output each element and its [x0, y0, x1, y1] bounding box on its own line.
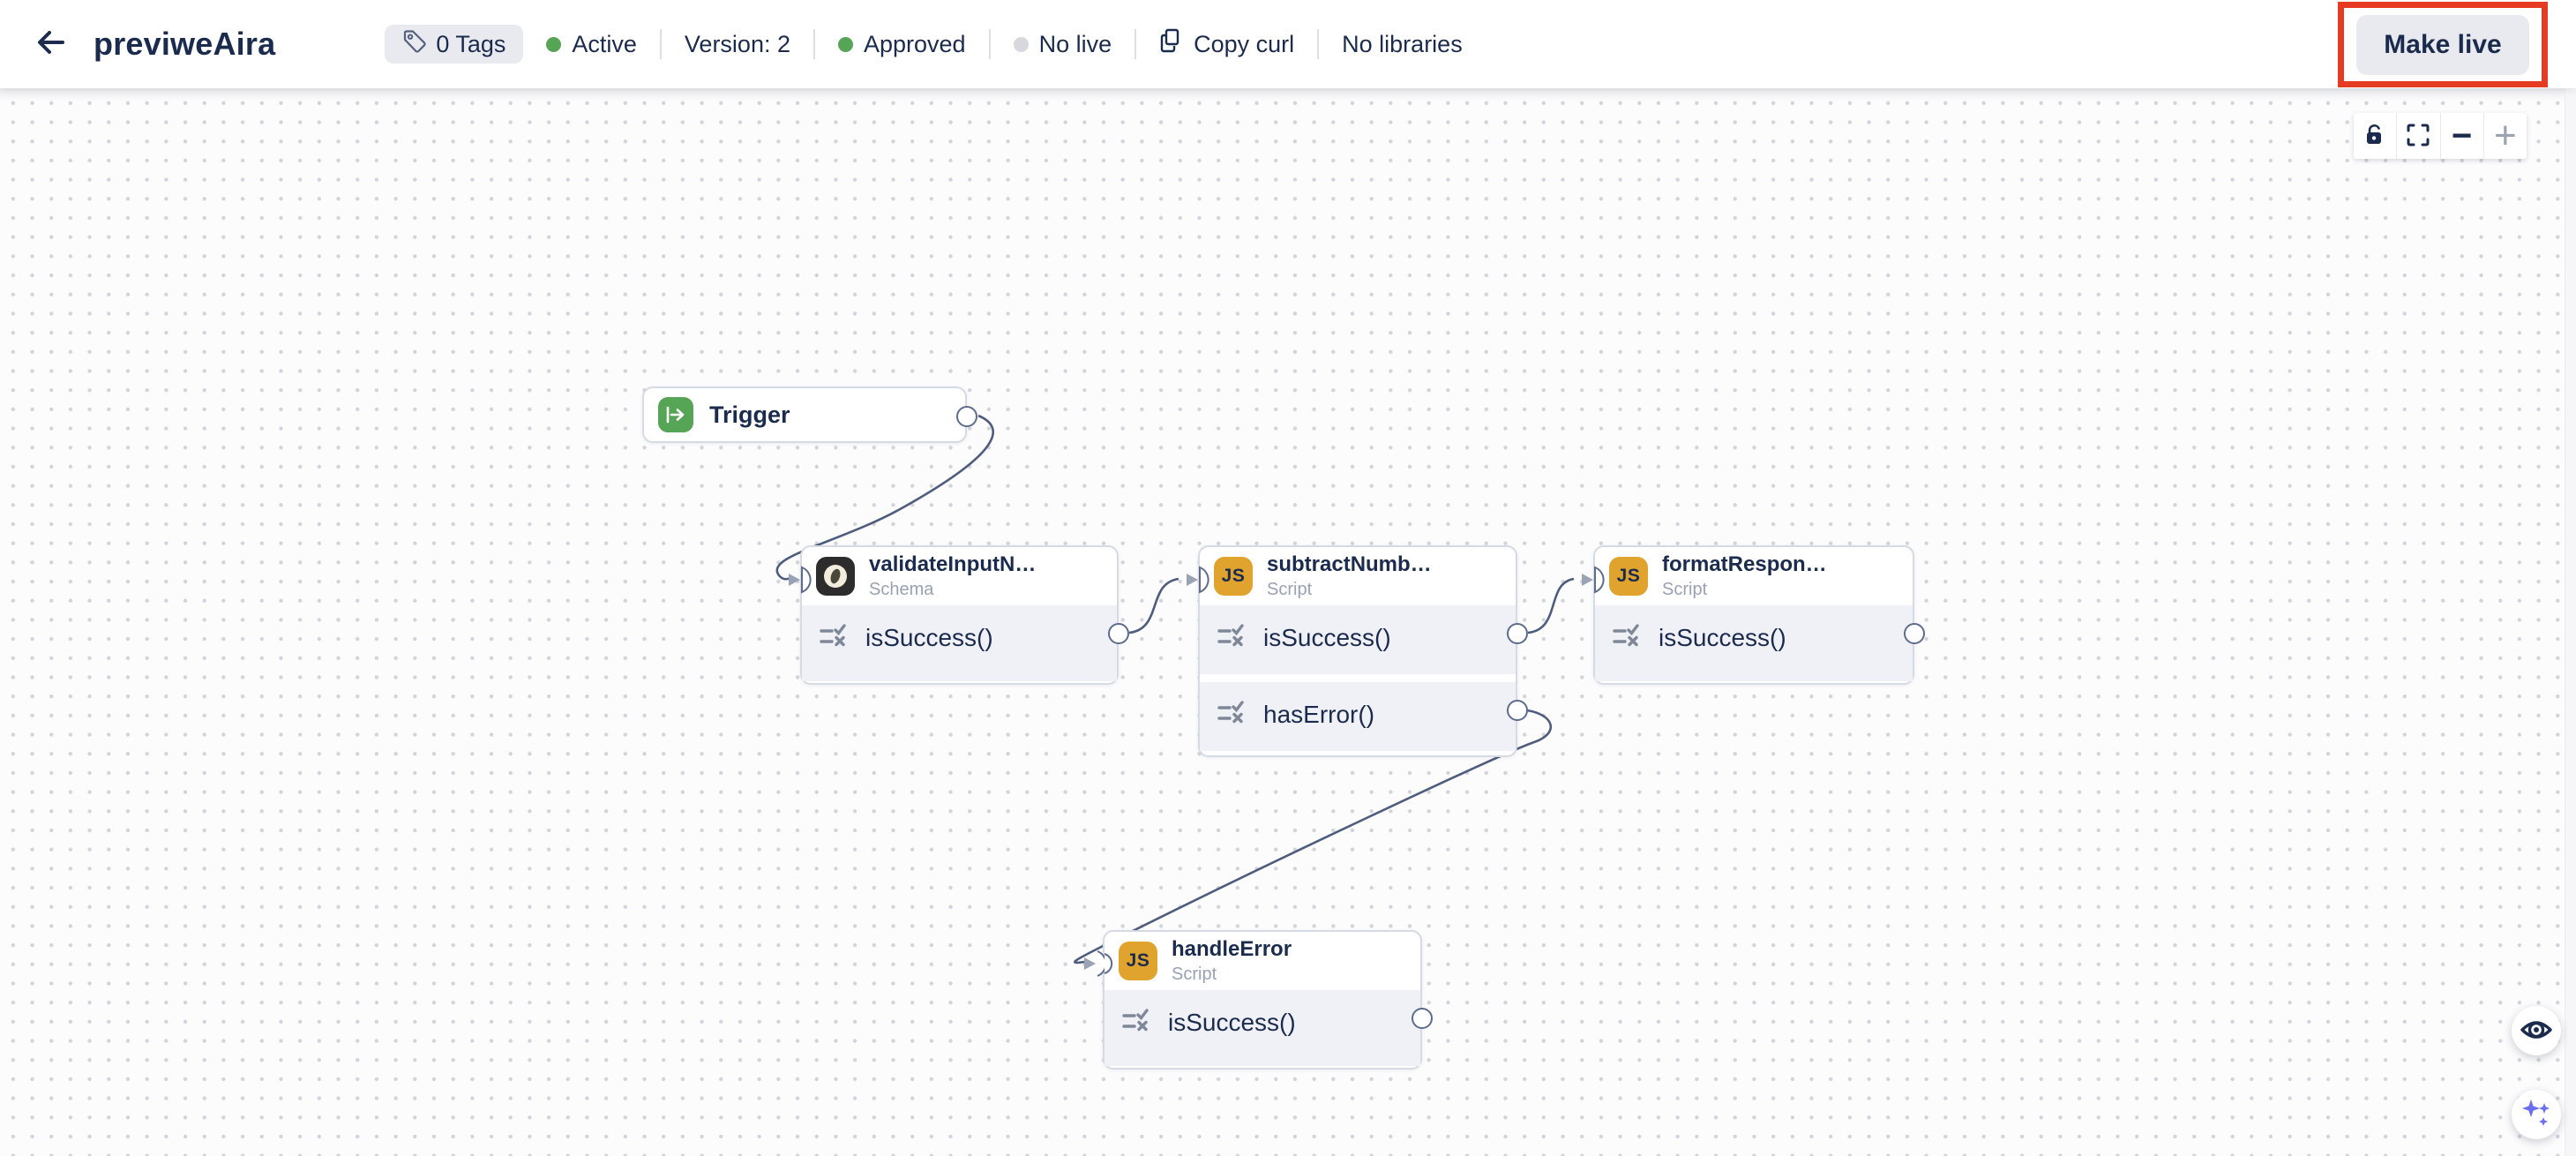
zoom-out-button[interactable]: −	[2441, 113, 2484, 159]
plus-icon: +	[2494, 114, 2517, 157]
status-dot-green	[546, 36, 562, 52]
node-title: formatRespon…	[1662, 552, 1827, 577]
lock-open-icon	[2363, 123, 2386, 150]
input-port[interactable]	[1580, 565, 1612, 595]
node-formatResponse[interactable]: JS formatRespon… Script isSuccess()	[1582, 545, 1925, 685]
condition-row-hasError[interactable]: hasError()	[1200, 682, 1528, 751]
node-title: subtractNumb…	[1267, 552, 1432, 577]
checklist-icon	[1122, 1008, 1150, 1040]
lock-button[interactable]	[2354, 113, 2398, 159]
output-port-isSuccess[interactable]	[1108, 623, 1129, 644]
node-subtitle: Script	[1662, 579, 1708, 599]
condition-row-isSuccess[interactable]: isSuccess()	[802, 605, 1129, 681]
condition-label: hasError()	[1263, 701, 1375, 728]
copy-curl-label: Copy curl	[1194, 30, 1295, 57]
condition-label: isSuccess()	[1659, 624, 1786, 651]
checklist-icon	[1217, 623, 1246, 656]
javascript-icon: JS	[1119, 942, 1157, 980]
version-label: Version: 2	[684, 30, 790, 57]
node-header: JS subtractNumb… Script	[1200, 547, 1516, 605]
fullscreen-icon	[2407, 124, 2430, 149]
input-port[interactable]	[787, 565, 819, 595]
page-title: previweAira	[94, 26, 276, 62]
divider	[1317, 29, 1320, 59]
divider	[659, 29, 662, 59]
zoom-in-button[interactable]: +	[2484, 113, 2527, 159]
status-active: Active	[546, 31, 637, 58]
sparkles-icon	[2519, 1096, 2554, 1134]
node-title: Trigger	[709, 401, 790, 428]
checklist-icon	[1217, 700, 1246, 732]
condition-label: isSuccess()	[1168, 1009, 1296, 1036]
status-active-label: Active	[572, 30, 637, 57]
condition-label: isSuccess()	[1263, 624, 1391, 651]
preview-button[interactable]	[2512, 1006, 2561, 1055]
node-trigger[interactable]: Trigger	[642, 387, 977, 443]
tags-badge-label: 0 Tags	[436, 30, 506, 57]
javascript-icon: JS	[1214, 557, 1253, 596]
schema-icon	[816, 557, 855, 596]
node-header: JS handleError Script	[1105, 932, 1420, 990]
header-shadow	[0, 88, 2576, 102]
edge-trigger-to-validateInputNumbers[interactable]	[775, 414, 994, 581]
condition-row-isSuccess[interactable]: isSuccess()	[1200, 605, 1528, 674]
output-port-isSuccess[interactable]	[1507, 623, 1528, 644]
fit-view-button[interactable]	[2397, 113, 2441, 159]
divider	[812, 29, 815, 59]
condition-row-isSuccess[interactable]: isSuccess()	[1595, 605, 1925, 681]
checklist-icon	[820, 623, 848, 656]
node-subtitle: Script	[1267, 579, 1313, 599]
node-subtractNumbers[interactable]: JS subtractNumb… Script isSuccess() hasE…	[1187, 545, 1528, 757]
node-header: validateInputN… Schema	[802, 547, 1117, 605]
app-header: previweAira 0 Tags Active Version: 2 App…	[0, 0, 2576, 88]
back-button[interactable]	[30, 23, 72, 65]
node-handleError[interactable]: JS handleError Script isSuccess()	[1084, 930, 1433, 1070]
annotation-highlight-box: Make live	[2338, 2, 2548, 87]
condition-row-isSuccess[interactable]: isSuccess()	[1105, 990, 1433, 1066]
node-subtitle: Schema	[869, 579, 934, 599]
ai-assistant-button[interactable]	[2512, 1090, 2561, 1139]
tags-badge[interactable]: 0 Tags	[385, 25, 524, 64]
condition-label: isSuccess()	[865, 624, 993, 651]
output-port-hasError[interactable]	[1507, 700, 1528, 721]
divider	[1134, 29, 1137, 59]
status-no-live: No live	[1013, 30, 1112, 58]
arrow-left-icon	[36, 29, 66, 60]
tag-icon	[402, 29, 427, 60]
canvas-toolbar: − +	[2354, 113, 2527, 159]
copy-icon	[1159, 28, 1183, 61]
edge-subtractNumbers-hasError-to-handleError[interactable]	[1074, 709, 1552, 965]
status-dot-green	[837, 36, 853, 52]
node-subtitle: Script	[1172, 964, 1217, 984]
divider	[988, 29, 991, 59]
input-port[interactable]	[1082, 949, 1121, 979]
output-port-isSuccess[interactable]	[1904, 623, 1925, 644]
edges-layer	[775, 414, 1575, 965]
no-libraries-label: No libraries	[1342, 30, 1463, 57]
javascript-icon: JS	[1609, 557, 1648, 596]
status-dot-gray	[1013, 36, 1029, 52]
workflow-canvas[interactable]: − + Trigger validateInputN… Schema	[0, 88, 2576, 1156]
input-port[interactable]	[1185, 565, 1217, 595]
node-validateInputNumbers[interactable]: validateInputN… Schema isSuccess()	[789, 545, 1129, 685]
minus-icon: −	[2451, 116, 2473, 155]
trigger-icon	[658, 397, 693, 432]
eye-icon	[2520, 1017, 2553, 1046]
status-approved-label: Approved	[863, 30, 966, 57]
make-live-button[interactable]: Make live	[2356, 14, 2529, 75]
status-no-live-label: No live	[1038, 30, 1112, 57]
vertical-scrollbar[interactable]	[2565, 88, 2576, 1156]
node-title: handleError	[1172, 937, 1292, 962]
no-libraries-button[interactable]: No libraries	[1342, 31, 1463, 58]
version-indicator: Version: 2	[685, 31, 790, 58]
checklist-icon	[1613, 623, 1641, 656]
edge-subtractNumbers-to-formatResponse[interactable]	[1527, 577, 1575, 634]
output-port-trigger[interactable]	[956, 406, 977, 427]
output-port-isSuccess[interactable]	[1412, 1008, 1433, 1029]
edge-validateInputNumbers-to-subtractNumbers[interactable]	[1128, 577, 1179, 634]
node-header: JS formatRespon… Script	[1595, 547, 1913, 605]
status-approved: Approved	[837, 30, 966, 58]
copy-curl-button[interactable]: Copy curl	[1159, 28, 1294, 61]
node-title: validateInputN…	[869, 552, 1037, 577]
